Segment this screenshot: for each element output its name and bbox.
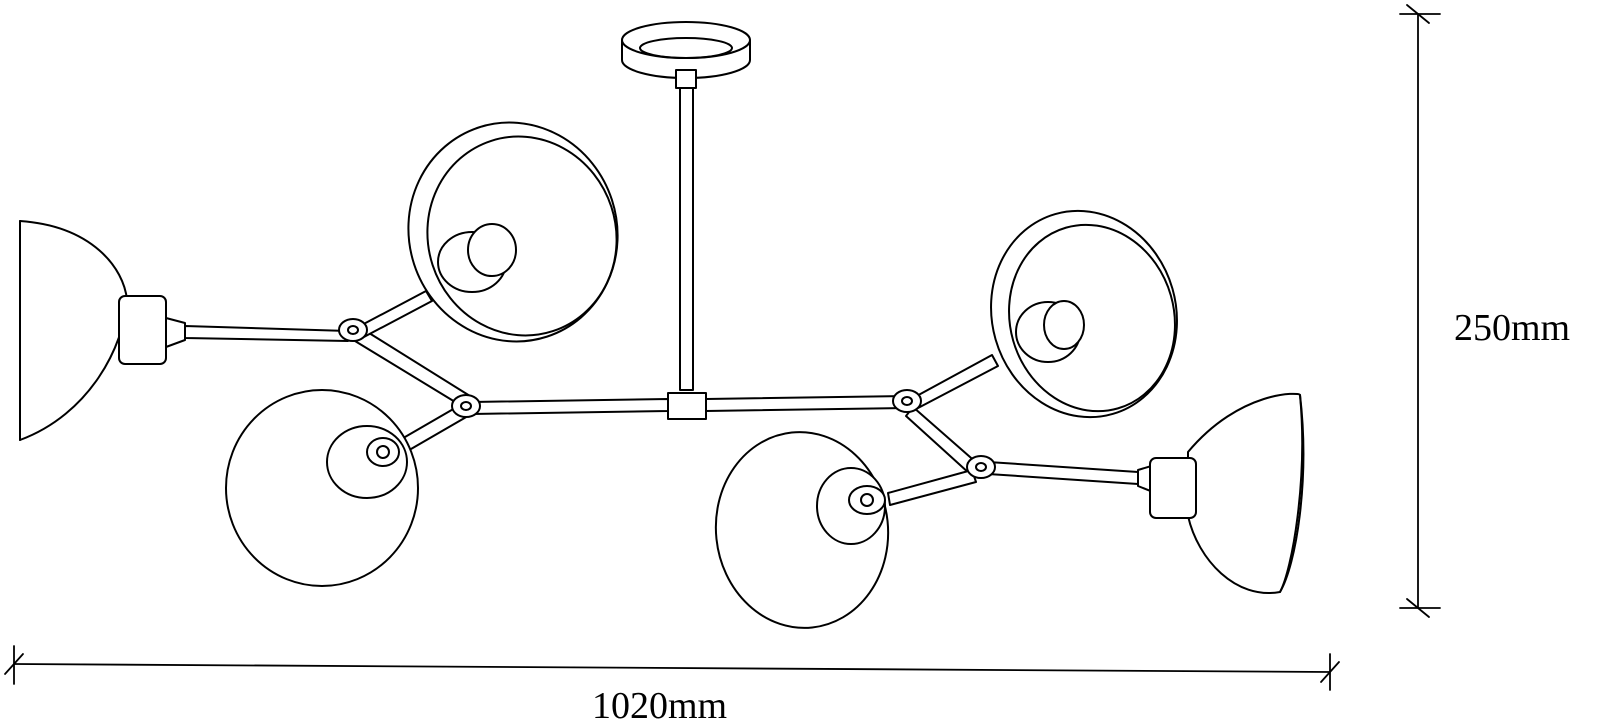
height-dimension-label: 250mm [1454, 307, 1570, 349]
left-branch [165, 290, 481, 461]
width-dimension-label: 1020mm [592, 685, 727, 727]
lamp-shade-far-right [1149, 392, 1305, 595]
center-hub [667, 392, 707, 420]
lamp-shade-lower-left [225, 389, 419, 587]
down-rod [679, 87, 694, 391]
ceiling-canopy [621, 21, 751, 89]
lamp-shade-far-left [19, 220, 167, 441]
right-main-arm [705, 395, 911, 412]
lamp-shade-lower-right [714, 431, 890, 629]
right-branch [887, 354, 1159, 506]
width-dimension-line [4, 645, 1340, 691]
lamp-shade-upper-left [407, 121, 619, 343]
lamp-shade-upper-right [990, 209, 1178, 419]
left-main-arm [471, 398, 669, 415]
height-dimension-line [1399, 4, 1441, 618]
